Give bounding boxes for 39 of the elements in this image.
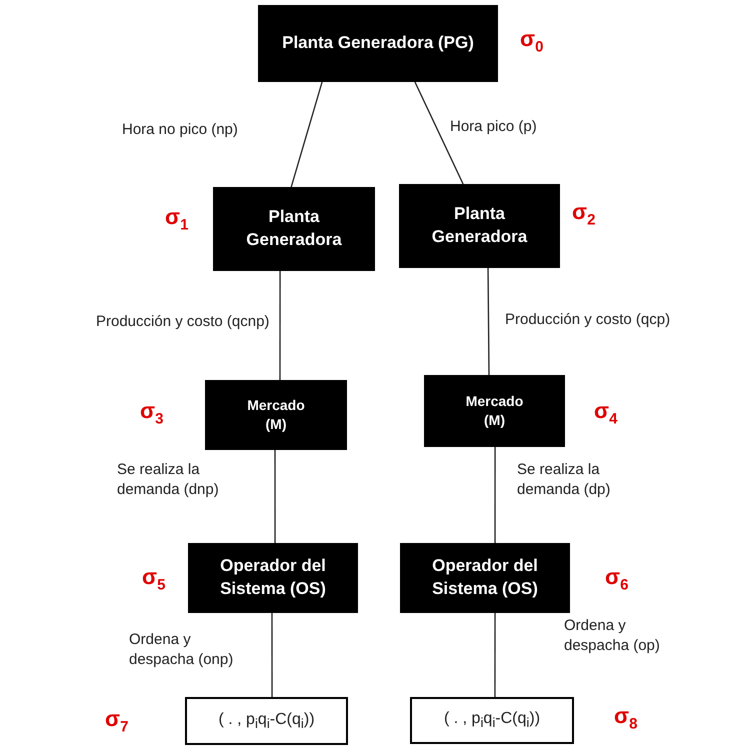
decision-node-box	[213, 187, 375, 271]
connector-line	[487, 268, 490, 375]
node-label: Operador del Sistema (OS)	[431, 555, 539, 600]
payoff-box	[410, 697, 574, 744]
node-label: Mercado (M)	[464, 392, 524, 430]
node-state-label: σ$_{3}$	[140, 398, 164, 428]
connector-line	[274, 450, 276, 543]
decision-node-box	[205, 380, 347, 450]
decision-node-box	[258, 5, 498, 82]
node-state-label: σ$_{0}$	[520, 26, 544, 56]
decision-node-box	[399, 184, 560, 268]
node-label: Planta Generadora	[430, 203, 528, 248]
decision-node-box	[424, 375, 565, 447]
node-state-label: σ$_{7}$	[105, 706, 128, 736]
connector-line	[494, 447, 496, 543]
connector-line	[494, 613, 496, 697]
node-state-label: σ$_{5}$	[142, 564, 166, 594]
node-state-label: σ$_{4}$	[594, 398, 618, 428]
edge-label: Producción y costo (qcp)	[505, 310, 670, 330]
node-label: Planta Generadora	[245, 206, 343, 251]
payoff-text: ( . , p$_{i}$q$_{i}$-C(q$_{i}$))	[444, 709, 540, 733]
connector-line	[279, 271, 281, 380]
connector-line	[414, 82, 464, 184]
node-label: Mercado (M)	[246, 396, 306, 434]
node-state-label: σ$_{8}$	[614, 703, 638, 732]
decision-node-box	[400, 543, 570, 613]
payoff-text: ( . , p$_{i}$q$_{i}$-C(q$_{i}$))	[218, 710, 315, 734]
payoff-box	[185, 697, 348, 745]
decision-node-box	[188, 543, 358, 613]
node-label: Operador del Sistema (OS)	[219, 555, 327, 600]
edge-label: Hora no pico (np)	[122, 120, 238, 140]
edge-label: Producción y costo (qcnp)	[96, 312, 270, 332]
connector-line	[271, 613, 273, 697]
edge-label: Hora pico (p)	[450, 117, 537, 138]
connector-line	[290, 82, 323, 188]
node-label: Planta Generadora (PG)	[282, 32, 474, 54]
node-state-label: σ$_{6}$	[605, 564, 628, 594]
node-state-label: σ$_{1}$	[165, 204, 188, 234]
node-state-label: σ$_{2}$	[572, 199, 596, 228]
